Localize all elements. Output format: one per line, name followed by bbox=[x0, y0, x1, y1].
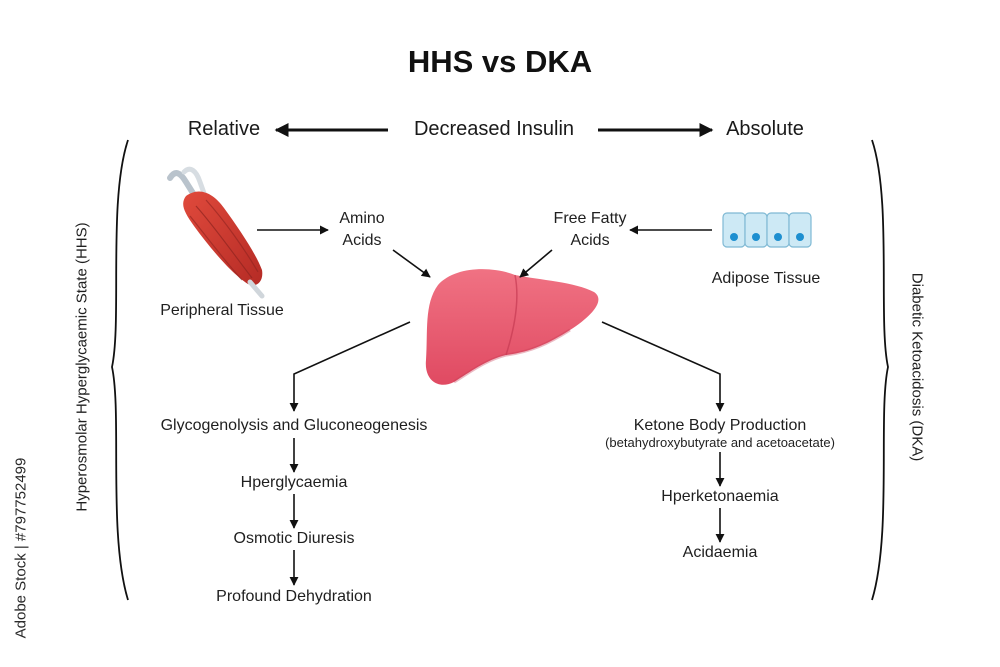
dka-step-3: Acidaemia bbox=[682, 544, 758, 561]
adipose-tissue-label: Adipose Tissue bbox=[711, 270, 821, 287]
amino-acids-line: Acids bbox=[342, 232, 382, 249]
adipose-cells-icon bbox=[722, 212, 812, 248]
hhs-step-2: Hperglycaemia bbox=[240, 474, 348, 491]
amino-acids-line: Amino bbox=[339, 210, 385, 227]
free-fatty-acids-line: Free Fatty bbox=[553, 210, 627, 227]
liver-to-dka-connector bbox=[601, 321, 725, 412]
hhs-step-3: Osmotic Diuresis bbox=[233, 530, 355, 547]
liver-to-hhs-connector bbox=[289, 321, 411, 412]
hhs-bracket bbox=[111, 139, 129, 601]
free-fatty-acids-line: Acids bbox=[570, 232, 610, 249]
dka-bracket bbox=[871, 139, 889, 601]
stock-credit: Adobe Stock | #797752499 bbox=[12, 457, 30, 639]
dka-step-1: Ketone Body Production bbox=[633, 417, 807, 434]
liver-icon bbox=[425, 269, 599, 385]
dka-step-2: Hperketonaemia bbox=[661, 488, 779, 505]
muscle-icon bbox=[167, 166, 265, 299]
dka-side-label: Diabetic Ketoacidosis (DKA) bbox=[908, 272, 926, 462]
decreased-insulin-label: Decreased Insulin bbox=[413, 118, 575, 140]
amino-acids-label: Amino Acids bbox=[339, 208, 384, 252]
peripheral-tissue-label: Peripheral Tissue bbox=[160, 302, 284, 319]
hhs-step-1: Glycogenolysis and Gluconeogenesis bbox=[160, 417, 428, 434]
page-title: HHS vs DKA bbox=[407, 44, 593, 79]
insulin-relative-label: Relative bbox=[187, 118, 261, 140]
hhs-step-4: Profound Dehydration bbox=[216, 588, 372, 605]
ffa-to-liver-arrow bbox=[519, 249, 553, 278]
dka-step-1-detail: (betahydroxybutyrate and acetoacetate) bbox=[605, 435, 835, 450]
hhs-side-label: Hyperosmolar Hyperglycaemic State (HHS) bbox=[73, 222, 91, 512]
free-fatty-acids-label: Free Fatty Acids bbox=[554, 208, 627, 252]
insulin-absolute-label: Absolute bbox=[726, 118, 804, 140]
amino-to-liver-arrow bbox=[392, 249, 431, 278]
